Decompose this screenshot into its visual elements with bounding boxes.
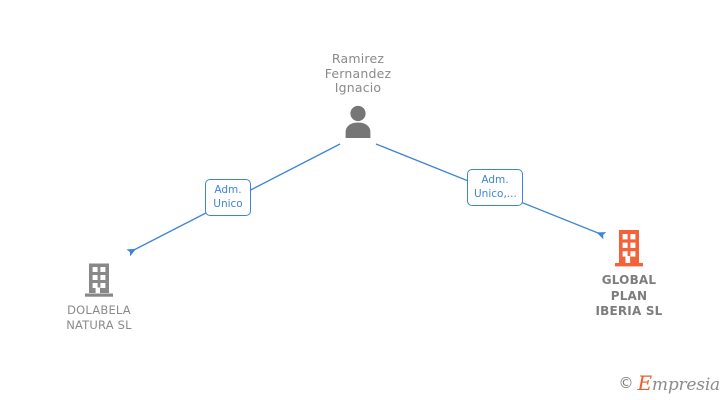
company-icon-global-plan[interactable] (554, 228, 704, 268)
copyright-icon: © (618, 374, 634, 392)
node-company-global-plan[interactable]: GLOBAL PLAN IBERIA SL (554, 228, 704, 320)
brand-rest-letters: mpresia (651, 375, 720, 395)
person-silhouette-icon (345, 105, 371, 138)
node-person[interactable]: Ramirez Fernandez Ignacio (288, 51, 428, 138)
company-icon-dolabela[interactable] (24, 258, 174, 298)
person-icon[interactable] (288, 102, 428, 138)
relation-label-global-plan[interactable]: Adm. Unico,... (467, 169, 523, 206)
company-name-label: DOLABELA NATURA SL (66, 303, 132, 332)
person-name-label: Ramirez Fernandez Ignacio (324, 51, 392, 95)
brand-lead-letter: E (637, 371, 653, 395)
company-name-label: GLOBAL PLAN IBERIA SL (595, 273, 663, 318)
brand-name: Empresia (638, 373, 721, 394)
building-icon (85, 263, 113, 297)
relation-label-dolabela[interactable]: Adm. Unico (205, 179, 251, 216)
node-company-dolabela[interactable]: DOLABELA NATURA SL (24, 258, 174, 333)
building-icon (615, 230, 643, 267)
watermark: © Empresia (619, 373, 721, 394)
